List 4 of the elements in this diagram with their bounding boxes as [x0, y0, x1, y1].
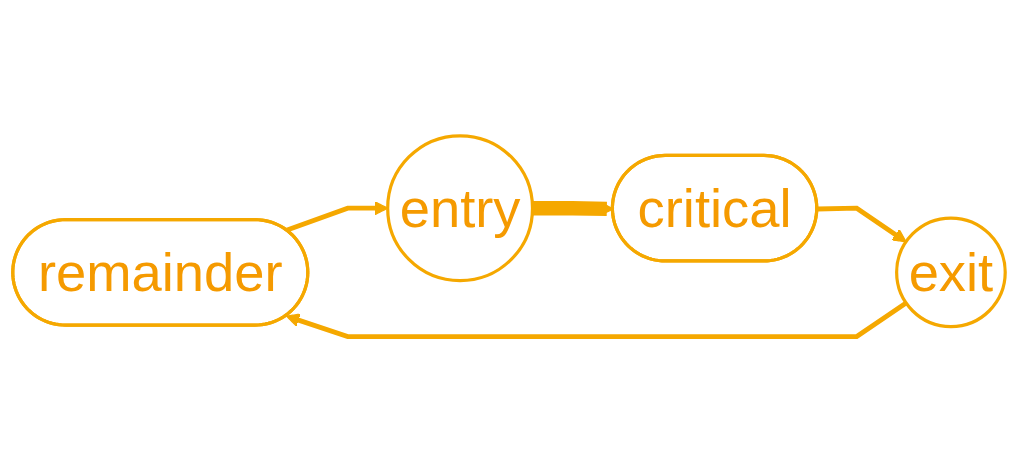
- node-circle: entry: [386, 134, 535, 283]
- arrow: [817, 205, 907, 243]
- arrow: [285, 300, 908, 339]
- node-circle: exit: [895, 216, 1007, 329]
